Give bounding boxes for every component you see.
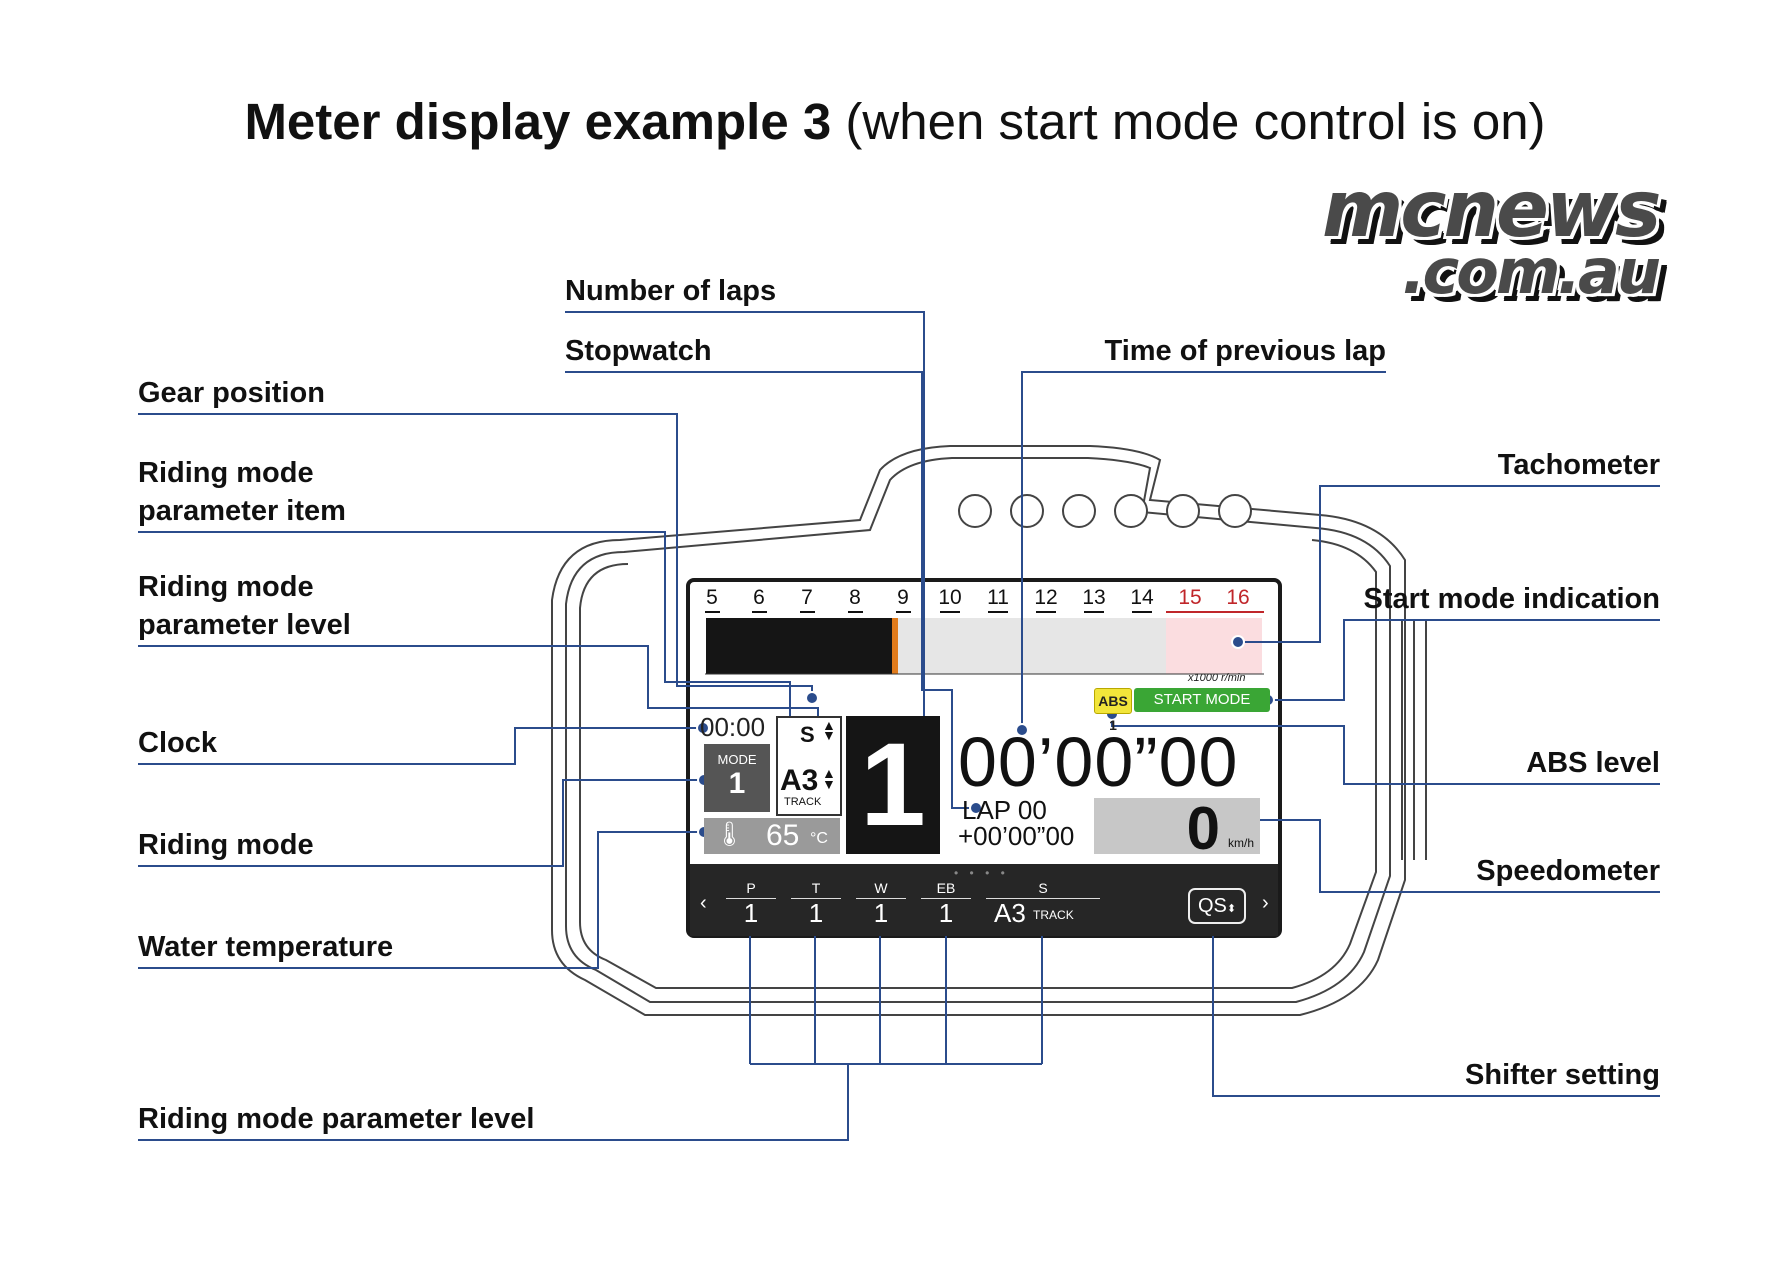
tach-number: 13 <box>1082 586 1106 609</box>
tach-bar-fill <box>706 618 896 674</box>
speedometer-box: 0 km/h <box>1094 795 1260 862</box>
param-name: W <box>874 880 888 896</box>
water-temp-value: 65 <box>766 819 800 852</box>
param-level: 1 <box>938 898 954 928</box>
shifter-label: QS <box>1197 895 1227 917</box>
param-level: A3 <box>994 898 1026 928</box>
param-w: W 1 <box>856 880 906 927</box>
param-level: 1 <box>808 898 824 928</box>
dash-housing <box>551 445 1427 1016</box>
label-tachometer: Tachometer <box>1497 449 1660 481</box>
shifter-setting-box: QS⬍ <box>1188 888 1246 924</box>
gear-position-readout: 1 <box>846 716 940 854</box>
lap-counter: LAP 00 <box>962 795 1047 825</box>
param-level: 1 <box>873 898 889 928</box>
updown-arrows-icon: ▲▼ <box>822 765 836 792</box>
callout-lines <box>138 311 1660 1141</box>
diagram-title: Meter display example 3 (when start mode… <box>0 92 1790 152</box>
label-water-temperature: Water temperature <box>138 931 394 963</box>
label-riding-mode-parameter-item: Riding mode parameter item <box>138 457 346 527</box>
param-eb: EB 1 <box>921 880 971 927</box>
param-t: T 1 <box>791 880 841 927</box>
start-mode-badge: START MODE <box>1134 688 1270 712</box>
tach-unit: x1000 r/min <box>1188 672 1246 684</box>
stopwatch-readout: 00’00”00 <box>958 723 1239 801</box>
label-riding-mode-parameter-level-bottom: Riding mode parameter level <box>138 1103 535 1135</box>
param-name: EB <box>936 880 956 896</box>
chevron-right-icon: › <box>1262 892 1269 914</box>
speed-value: 0 <box>1186 795 1220 862</box>
tach-number: 5 <box>706 586 718 609</box>
label-riding-mode: Riding mode <box>138 829 314 861</box>
label-shifter-setting: Shifter setting <box>1465 1059 1660 1091</box>
mcnews-logo: mcnews .com.au <box>1310 165 1730 335</box>
label-riding-mode-parameter-level: Riding mode parameter level <box>138 571 351 641</box>
page-dots: • • • • <box>954 866 1009 880</box>
label-time-of-previous-lap: Time of previous lap <box>1104 335 1386 367</box>
param-name: P <box>746 880 756 896</box>
tach-number: 9 <box>897 586 909 609</box>
thermometer-icon: 🌡 <box>714 821 745 848</box>
tach-number-redline: 15 <box>1178 586 1202 609</box>
parameter-item: S <box>800 722 815 747</box>
updown-arrows-icon: ⬍ <box>1226 903 1237 915</box>
label-underlines <box>1120 371 1660 1097</box>
clock-readout: 00:00 <box>700 712 766 742</box>
tach-indicator <box>892 618 898 674</box>
tach-number: 10 <box>938 586 962 609</box>
label-number-of-laps: Number of laps <box>565 275 777 307</box>
param-name: T <box>811 880 821 896</box>
abs-level-badge: ABS 1 <box>1094 688 1132 733</box>
riding-mode-label: MODE <box>717 752 757 767</box>
chevron-left-icon: ‹ <box>700 892 707 914</box>
tach-number: 6 <box>753 586 765 609</box>
label-clock: Clock <box>138 727 217 759</box>
water-temp-box: 🌡 65 °C <box>704 818 840 854</box>
param-s: S A3 TRACK <box>986 880 1100 929</box>
updown-arrows-icon: ▲▼ <box>822 717 836 743</box>
title-rest: (when start mode control is on) <box>845 93 1546 150</box>
param-name: S <box>1038 880 1048 896</box>
label-start-mode-indication: Start mode indication <box>1363 583 1660 615</box>
param-sub: TRACK <box>1033 908 1074 923</box>
parameter-sub: TRACK <box>784 796 822 808</box>
param-p: P 1 <box>726 880 776 927</box>
speed-unit: km/h <box>1227 836 1254 850</box>
logo-line-1: mcnews <box>1322 165 1661 255</box>
previous-lap-time: +00’00”00 <box>958 821 1075 851</box>
riding-mode-box: MODE 1 <box>704 744 770 812</box>
label-abs-level: ABS level <box>1526 747 1660 779</box>
tach-number: 11 <box>987 586 1009 609</box>
logo-line-2: .com.au <box>1402 235 1661 308</box>
tach-rev-zone <box>1166 618 1262 674</box>
title-bold: Meter display example 3 <box>244 93 832 150</box>
tach-number: 7 <box>801 586 813 609</box>
label-stopwatch: Stopwatch <box>565 335 712 367</box>
param-level: 1 <box>743 898 759 928</box>
riding-mode-value: 1 <box>728 767 746 800</box>
parameter-bar <box>690 864 1278 936</box>
parameter-box <box>776 716 842 816</box>
tach-number: 12 <box>1034 586 1058 609</box>
shift-lights <box>958 494 1252 528</box>
label-gear-position: Gear position <box>138 377 325 409</box>
tach-number-redline: 16 <box>1226 586 1250 609</box>
tach-number: 8 <box>849 586 861 609</box>
label-speedometer: Speedometer <box>1476 855 1660 887</box>
tach-number: 14 <box>1130 586 1154 609</box>
parameter-level: A3 <box>780 764 819 797</box>
water-temp-unit: °C <box>810 830 828 847</box>
